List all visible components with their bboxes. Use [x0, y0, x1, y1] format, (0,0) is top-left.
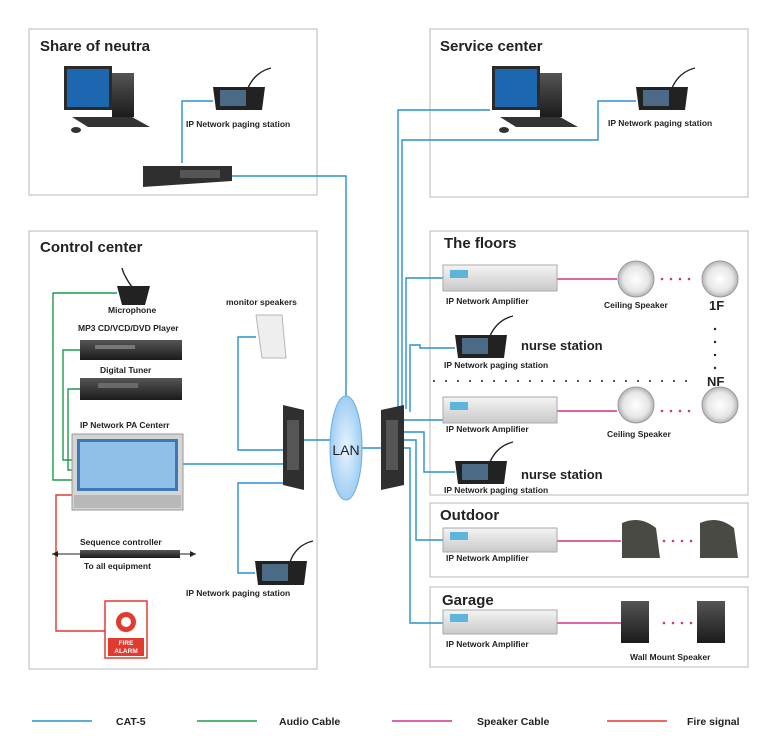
- paging-share-label: IP Network paging station: [186, 119, 290, 129]
- legend-fire: Fire signal: [687, 716, 740, 728]
- floor-nf-label: NF: [707, 374, 724, 389]
- nurse-1-label: nurse station: [521, 338, 603, 353]
- sequence-controller-icon: [52, 550, 196, 558]
- microphone-label: Microphone: [108, 305, 156, 315]
- paging-control-label: IP Network paging station: [186, 588, 290, 598]
- microphone-icon: [117, 267, 150, 305]
- panel-outdoor-title: Outdoor: [440, 507, 499, 524]
- paging-station-icon: [213, 67, 272, 110]
- speaker-lines: [557, 277, 693, 625]
- pa-center-icon: [71, 433, 184, 511]
- panel-control-title: Control center: [40, 239, 143, 256]
- paging-nurse-2-label: IP Network paging station: [444, 485, 548, 495]
- tuner-label: Digital Tuner: [100, 365, 152, 375]
- paging-station-icon: [455, 315, 514, 358]
- fire-alarm-text-2: ALARM: [114, 648, 137, 655]
- legend-audio: Audio Cable: [279, 716, 340, 728]
- to-all-label: To all equipment: [84, 561, 151, 571]
- amplifier-icon: [442, 264, 558, 292]
- computer-icon: [64, 66, 150, 133]
- legend-speaker: Speaker Cable: [477, 716, 550, 728]
- cat5-lines: [181, 100, 636, 624]
- dvd-player-icon: [80, 340, 182, 360]
- switch-icon: [381, 405, 404, 490]
- legend-cat5: CAT-5: [116, 716, 146, 728]
- ceiling-1f-label: Ceiling Speaker: [604, 300, 668, 310]
- tuner-icon: [80, 378, 182, 400]
- pa-center-label: IP Network PA Centerr: [80, 420, 170, 430]
- panel-service: [429, 28, 749, 198]
- paging-nurse-1-label: IP Network paging station: [444, 360, 548, 370]
- computer-icon: [492, 66, 578, 133]
- amp-outdoor-label: IP Network Amplifier: [446, 553, 529, 563]
- ceiling-nf-label: Ceiling Speaker: [607, 429, 671, 439]
- ceiling-speaker-icon: [617, 386, 739, 424]
- monitor-speaker-icon: [255, 314, 287, 359]
- amp-garage-label: IP Network Amplifier: [446, 639, 529, 649]
- monitor-label: monitor speakers: [226, 297, 297, 307]
- lan-label: LAN: [332, 442, 359, 458]
- amplifier-icon: [442, 527, 558, 553]
- fire-line: [55, 494, 105, 632]
- switch-icon: [143, 166, 232, 187]
- audio-lines: [52, 292, 117, 481]
- paging-station-icon: [455, 441, 514, 484]
- paging-station-icon: [255, 540, 314, 585]
- panel-garage-title: Garage: [442, 592, 494, 609]
- panel-service-title: Service center: [440, 38, 543, 55]
- panel-floors-title: The floors: [444, 235, 517, 252]
- amplifier-icon: [442, 396, 558, 424]
- wall-speaker-icon: [621, 601, 725, 643]
- nurse-2-label: nurse station: [521, 467, 603, 482]
- mp3-label: MP3 CD/VCD/DVD Player: [78, 323, 179, 333]
- fire-alarm-icon: [104, 600, 148, 659]
- amplifier-icon: [442, 609, 558, 635]
- paging-station-icon: [636, 67, 696, 110]
- ceiling-speaker-icon: [617, 260, 739, 298]
- floor-1f-label: 1F: [709, 298, 724, 313]
- panel-share-title: Share of neutra: [40, 38, 151, 55]
- amp-1f-label: IP Network Amplifier: [446, 296, 529, 306]
- fire-alarm-text-1: FIRE: [119, 640, 134, 647]
- switch-icon: [283, 405, 304, 490]
- wall-speaker-label: Wall Mount Speaker: [630, 652, 711, 662]
- lan-cloud: [329, 395, 363, 501]
- rock-speaker-icon: [622, 519, 738, 558]
- legend: CAT-5 Audio Cable Speaker Cable Fire sig…: [32, 716, 740, 728]
- sequence-label: Sequence controller: [80, 537, 162, 547]
- floor-dots: [433, 327, 717, 382]
- amp-nf-label: IP Network Amplifier: [446, 424, 529, 434]
- paging-service-label: IP Network paging station: [608, 118, 712, 128]
